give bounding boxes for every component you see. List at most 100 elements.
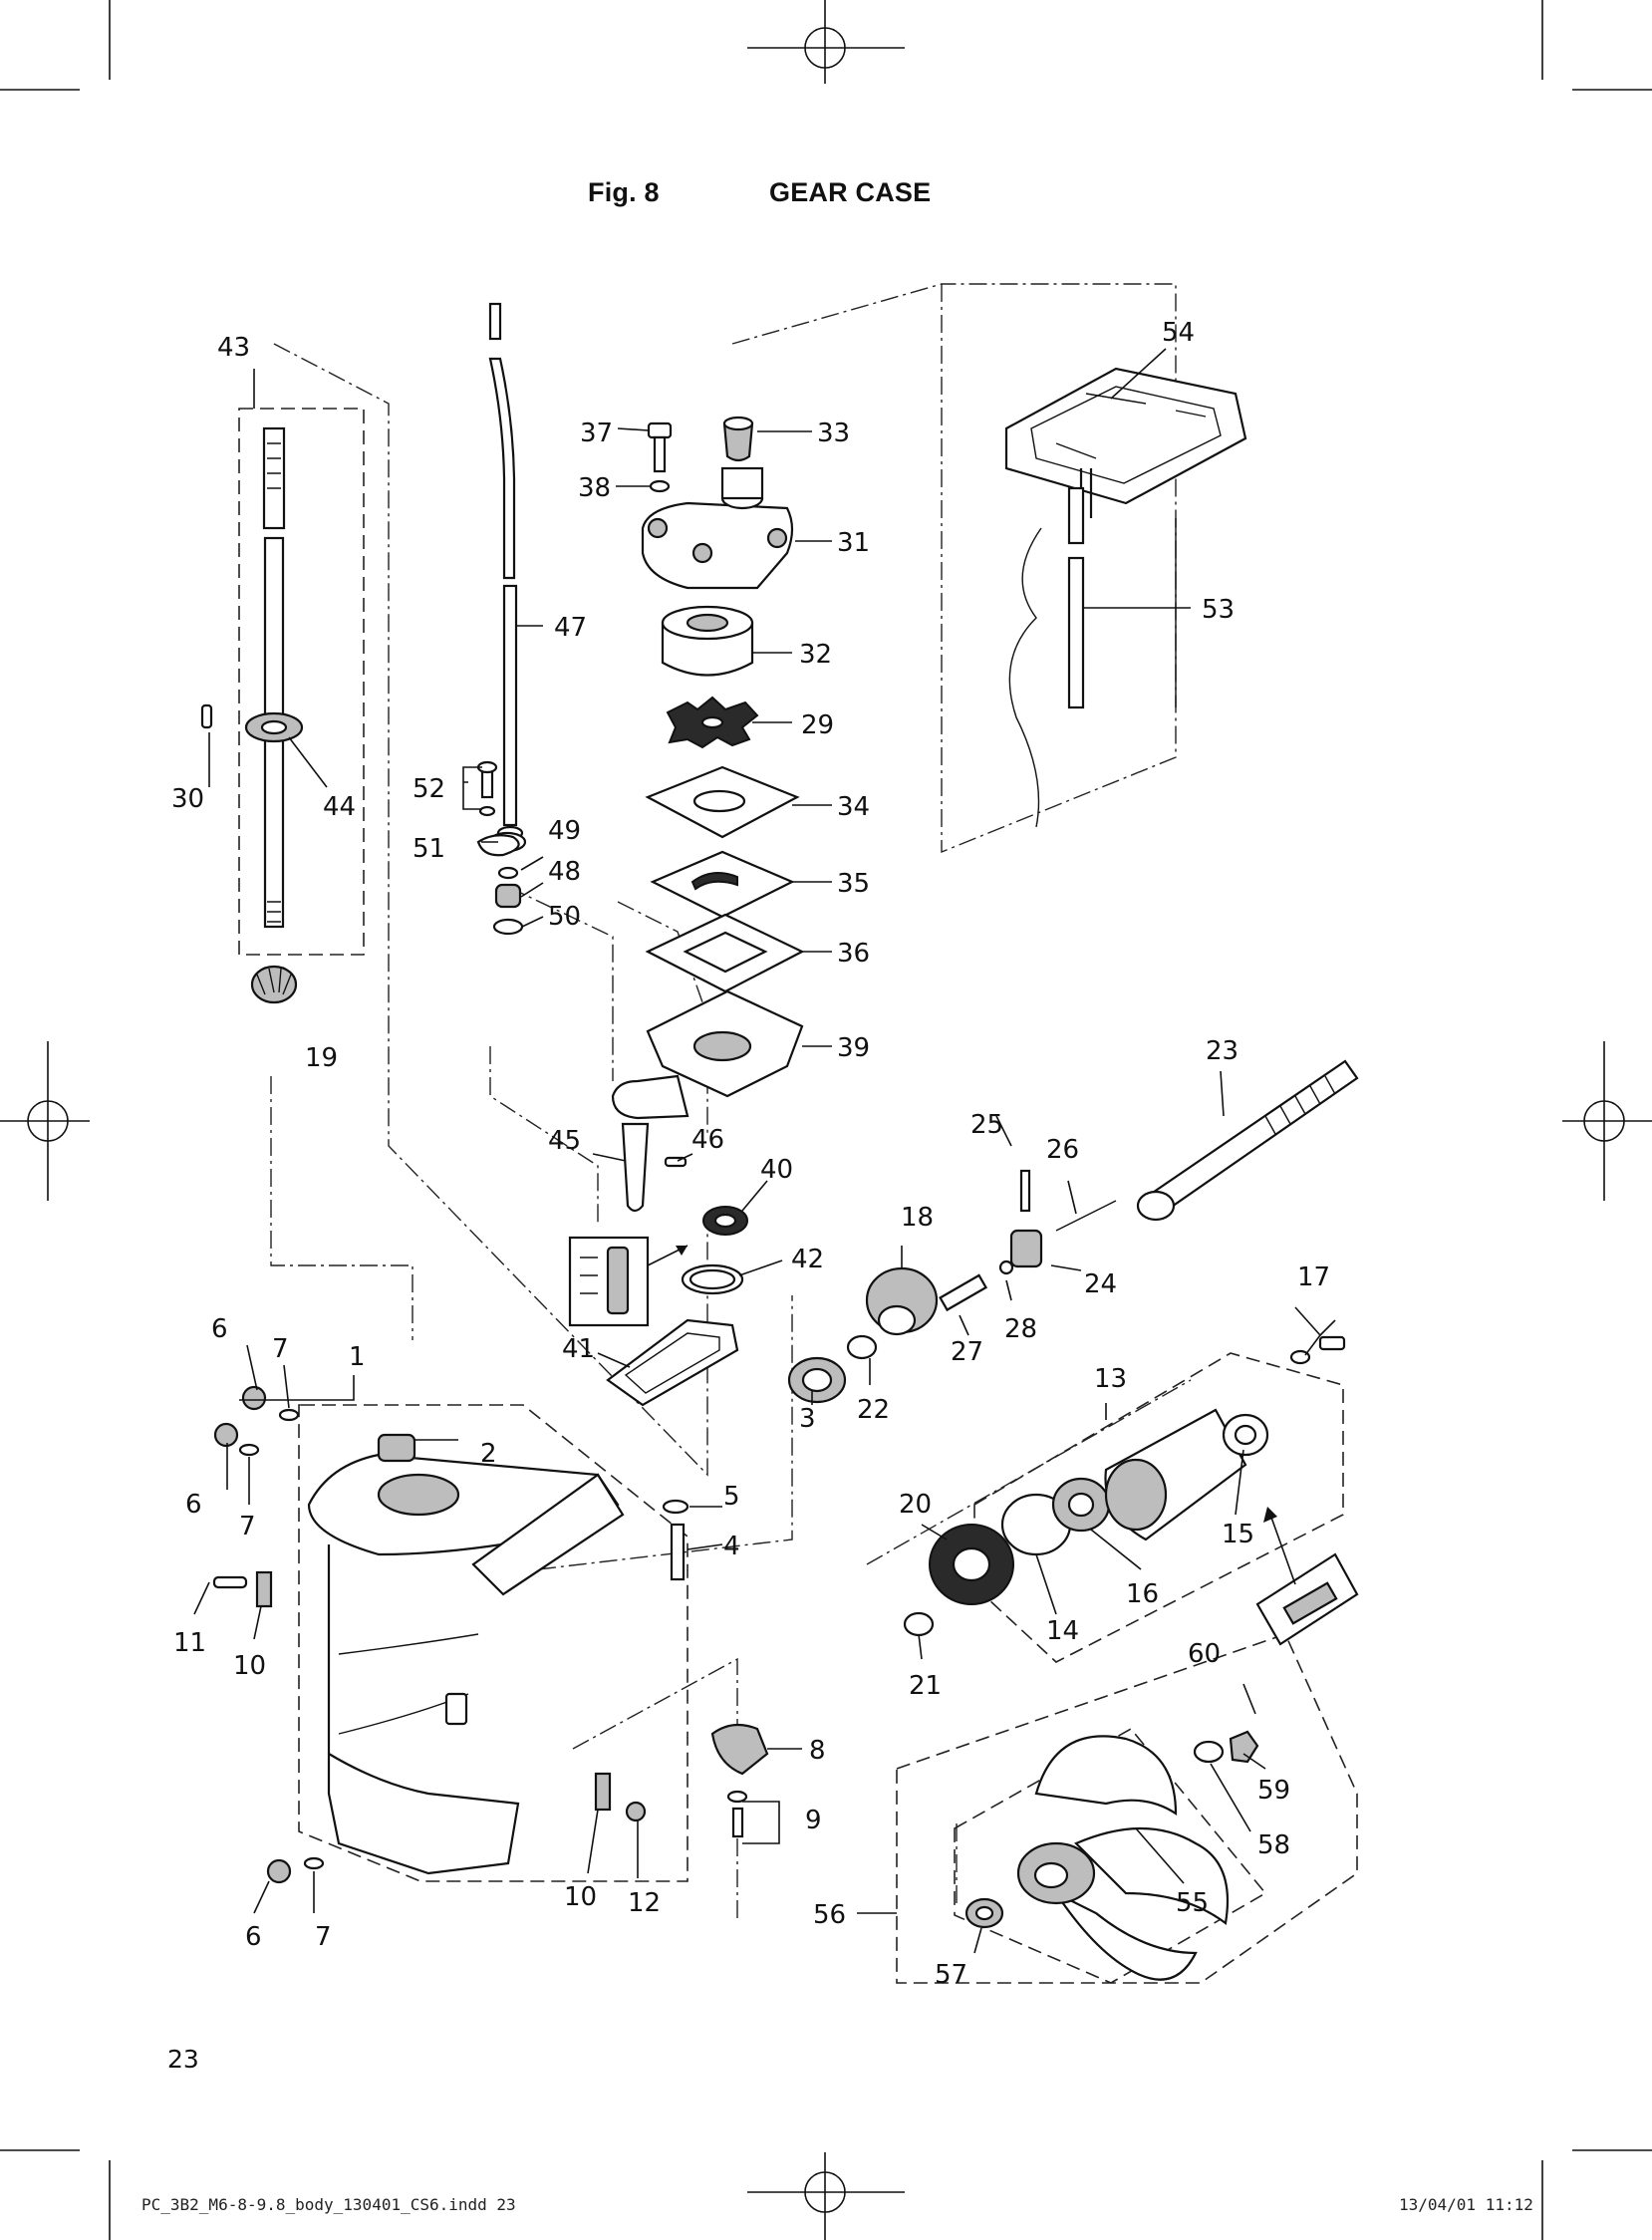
callout-38: 38 bbox=[578, 473, 611, 503]
callout-32: 32 bbox=[799, 640, 832, 670]
callout-23: 23 bbox=[1206, 1036, 1239, 1066]
callout-34: 34 bbox=[837, 792, 870, 822]
assembly-outlines bbox=[238, 283, 1358, 1984]
bearing-44 bbox=[244, 711, 304, 743]
callout-21: 21 bbox=[909, 1671, 942, 1701]
callout-56: 56 bbox=[813, 1900, 846, 1930]
callout-33: 33 bbox=[817, 419, 850, 448]
callout-47: 47 bbox=[554, 613, 587, 643]
oil-seal-40 bbox=[702, 1206, 748, 1236]
shift-rod-parts-48-52 bbox=[476, 760, 527, 936]
callout-60: 60 bbox=[1188, 1639, 1221, 1669]
callout-52: 52 bbox=[413, 774, 445, 804]
callout-7c: 7 bbox=[315, 1922, 332, 1952]
callout-43: 43 bbox=[217, 333, 250, 363]
callout-20: 20 bbox=[899, 1490, 932, 1520]
bearing-3-washer-22 bbox=[787, 1334, 878, 1404]
gasket-41 bbox=[606, 1318, 739, 1407]
leader-lines bbox=[193, 348, 1336, 1954]
callout-44: 44 bbox=[323, 792, 356, 822]
callout-40: 40 bbox=[760, 1155, 793, 1185]
gasket-34 bbox=[645, 765, 800, 839]
callout-48: 48 bbox=[548, 857, 581, 887]
callout-59: 59 bbox=[1257, 1776, 1290, 1806]
callout-18: 18 bbox=[901, 1203, 934, 1233]
figure-title: GEAR CASE bbox=[769, 177, 932, 207]
slug-file-name: PC_3B2_M6-8-9.8_body_130401_CS6.indd 23 bbox=[141, 2195, 516, 2214]
callout-14: 14 bbox=[1046, 1616, 1079, 1646]
callout-24: 24 bbox=[1084, 1269, 1117, 1299]
callout-22: 22 bbox=[857, 1395, 890, 1425]
callout-1: 1 bbox=[349, 1342, 366, 1372]
callout-11: 11 bbox=[173, 1628, 206, 1658]
callout-6c: 6 bbox=[245, 1922, 262, 1952]
callout-16: 16 bbox=[1126, 1579, 1159, 1609]
callout-55: 55 bbox=[1176, 1888, 1209, 1918]
callout-35: 35 bbox=[837, 869, 870, 899]
callout-29: 29 bbox=[801, 710, 834, 740]
callout-10b: 10 bbox=[564, 1882, 597, 1912]
callout-37: 37 bbox=[580, 419, 613, 448]
rear-gear-20-bearing-16-housing-13 bbox=[903, 1408, 1269, 1637]
propeller-55 bbox=[1016, 1735, 1230, 1981]
callout-6a: 6 bbox=[211, 1314, 228, 1344]
callout-53: 53 bbox=[1202, 595, 1235, 625]
callout-13: 13 bbox=[1094, 1364, 1127, 1394]
callout-8: 8 bbox=[809, 1736, 826, 1766]
callout-2: 2 bbox=[480, 1439, 497, 1469]
seal-inset-box-right bbox=[1255, 1507, 1359, 1646]
callout-42: 42 bbox=[791, 1245, 824, 1274]
callout-49: 49 bbox=[548, 816, 581, 846]
callout-15: 15 bbox=[1222, 1520, 1254, 1549]
small-hardware bbox=[212, 1335, 1346, 1884]
callout-9: 9 bbox=[805, 1806, 822, 1835]
callout-3: 3 bbox=[799, 1404, 816, 1434]
callout-25: 25 bbox=[970, 1110, 1003, 1140]
callout-36: 36 bbox=[837, 939, 870, 969]
callout-27: 27 bbox=[951, 1337, 983, 1367]
callout-labels: 1 2 3 4 5 6 6 6 7 7 7 8 9 10 10 11 12 13… bbox=[171, 318, 1330, 1990]
impeller-29 bbox=[666, 696, 759, 749]
callout-50: 50 bbox=[548, 902, 581, 932]
grommet-33 bbox=[722, 416, 754, 462]
callout-10a: 10 bbox=[233, 1651, 266, 1681]
callout-30: 30 bbox=[171, 784, 204, 814]
callout-41: 41 bbox=[562, 1334, 595, 1364]
grommet-45-pin-46 bbox=[621, 1122, 688, 1213]
callout-45: 45 bbox=[548, 1126, 581, 1156]
spacer-57-washer-58-nut-59-pin-60 bbox=[964, 1683, 1259, 1929]
callout-46: 46 bbox=[691, 1125, 724, 1155]
callout-54: 54 bbox=[1162, 318, 1195, 348]
page-number: 23 bbox=[167, 2045, 199, 2074]
callout-39: 39 bbox=[837, 1033, 870, 1063]
propeller-shaft-23 bbox=[1136, 1059, 1359, 1222]
callout-6b: 6 bbox=[185, 1490, 202, 1520]
pump-case-39 bbox=[611, 989, 804, 1120]
oring-42 bbox=[681, 1263, 744, 1295]
insert-cartridge-32 bbox=[661, 605, 754, 677]
callout-58: 58 bbox=[1257, 1830, 1290, 1860]
slug-datetime: 13/04/01 11:12 bbox=[1399, 2195, 1533, 2214]
callout-4: 4 bbox=[723, 1532, 740, 1561]
water-tube-53 bbox=[1067, 486, 1085, 709]
callout-7b: 7 bbox=[239, 1512, 256, 1541]
callout-12: 12 bbox=[628, 1888, 661, 1918]
shift-rod-47 bbox=[488, 302, 518, 827]
pump-housing-31 bbox=[641, 466, 794, 590]
shift-plunger-27-ball-28 bbox=[939, 1260, 1014, 1312]
callout-7a: 7 bbox=[272, 1334, 289, 1364]
upper-casing-54 bbox=[1004, 367, 1247, 828]
callout-51: 51 bbox=[413, 834, 445, 864]
callout-19: 19 bbox=[305, 1043, 338, 1073]
callout-5: 5 bbox=[723, 1482, 740, 1512]
dog-clutch-24-pin-25-spring-26 bbox=[1009, 1169, 1117, 1268]
gasket-36 bbox=[645, 913, 805, 993]
pin-30 bbox=[200, 703, 213, 729]
pinion-19 bbox=[250, 965, 298, 1004]
drive-shaft-43 bbox=[262, 426, 286, 929]
callout-28: 28 bbox=[1004, 1314, 1037, 1344]
callout-57: 57 bbox=[935, 1960, 967, 1990]
forward-gear-18 bbox=[865, 1266, 939, 1336]
